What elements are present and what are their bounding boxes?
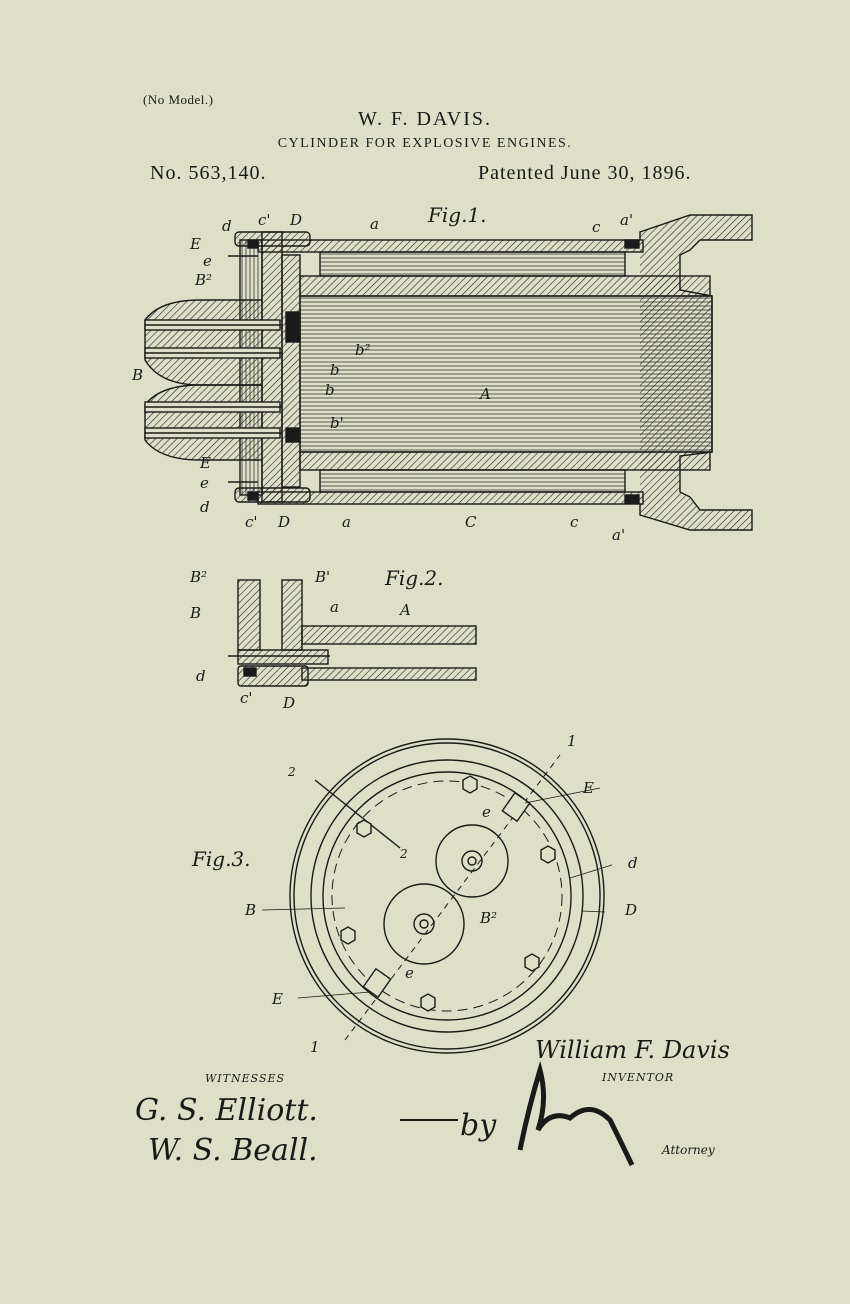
fig2-label-B: B xyxy=(189,604,201,622)
fig3-label-1-bot: 1 xyxy=(310,1038,320,1056)
fig3-drawing xyxy=(289,738,605,1054)
witness-signature-2: W. S. Beall. xyxy=(148,1133,318,1168)
fig1-caption: Fig.1. xyxy=(427,203,487,227)
label-C: C xyxy=(465,513,477,531)
patent-title: CYLINDER FOR EXPLOSIVE ENGINES. xyxy=(277,136,573,151)
fig3-label-2-inner: 2 xyxy=(399,847,408,861)
patented-date: Patented June 30, 1896. xyxy=(478,162,692,184)
fig2-drawing xyxy=(228,579,477,687)
label-E-bot: E xyxy=(199,454,211,472)
fig3-label-B2: B² xyxy=(479,909,497,927)
attorney-label: Attorney xyxy=(661,1143,715,1157)
fig2-label-d: d xyxy=(196,667,206,685)
no-model-label: (No Model.) xyxy=(143,92,214,107)
label-a: a xyxy=(370,215,379,233)
fig2-label-c1: c' xyxy=(240,689,253,707)
label-e: e xyxy=(203,252,212,270)
label-b1: b' xyxy=(330,414,344,432)
witness-signature-1: G. S. Elliott. xyxy=(135,1093,318,1128)
label-b: b xyxy=(330,361,340,379)
label-a1-bot: a' xyxy=(612,526,625,544)
fig2-label-a: a xyxy=(330,598,339,616)
fig3-label-D: D xyxy=(624,901,637,919)
fig1-drawing xyxy=(144,214,753,531)
label-c1-bot: c' xyxy=(245,513,258,531)
fig3-label-1-top: 1 xyxy=(567,732,577,750)
fig3-caption: Fig.3. xyxy=(191,847,251,871)
label-B2: B² xyxy=(194,271,212,289)
label-A: A xyxy=(478,385,491,403)
fig2-label-A: A xyxy=(398,601,411,619)
fig1-labels: Fig.1. d c' D a c a' E e B² B b² b b b' … xyxy=(131,203,633,544)
patent-number: No. 563,140. xyxy=(150,162,267,184)
inventor-label: INVENTOR xyxy=(601,1071,674,1084)
signatures: WITNESSES G. S. Elliott. W. S. Beall. Wi… xyxy=(135,1036,730,1168)
label-D: D xyxy=(289,211,302,229)
fig3-label-e-top: e xyxy=(482,803,491,821)
fig3-label-B: B xyxy=(244,901,256,919)
label-E: E xyxy=(189,235,201,253)
label-a-bot: a xyxy=(342,513,351,531)
fig3-labels: Fig.3. 2 2 1 1 E e d B B² D E e xyxy=(191,732,638,1056)
fig3-label-d: d xyxy=(628,854,638,872)
by-text: by xyxy=(460,1108,497,1143)
label-b-mid: b xyxy=(325,381,335,399)
witnesses-label: WITNESSES xyxy=(205,1072,285,1085)
label-e-bot: e xyxy=(200,474,209,492)
attorney-signature-flourish xyxy=(517,1060,635,1167)
fig2-caption: Fig.2. xyxy=(384,566,444,590)
fig2-label-B2: B² xyxy=(189,568,207,586)
fig3-leaders xyxy=(261,787,613,999)
label-c1: c' xyxy=(258,211,271,229)
fig2-label-B1: B' xyxy=(314,568,330,586)
label-d-bot: d xyxy=(200,498,210,516)
fig3-label-E-bot: E xyxy=(271,990,283,1008)
label-c-bot: c xyxy=(570,513,579,531)
label-B: B xyxy=(131,366,143,384)
label-d: d xyxy=(222,217,232,235)
inventor-signature: William F. Davis xyxy=(535,1036,730,1064)
label-D-bot: D xyxy=(277,513,290,531)
fig2-labels: Fig.2. B² B' B a A d c' D xyxy=(189,566,444,712)
fig3-label-2-outer: 2 xyxy=(287,765,296,779)
fig2-label-D: D xyxy=(282,694,295,712)
label-c: c xyxy=(592,218,601,236)
label-b2: b² xyxy=(355,341,371,359)
inventor-name: W. F. DAVIS. xyxy=(357,108,493,130)
label-a1: a' xyxy=(620,211,633,229)
fig3-label-E-top: E xyxy=(582,779,594,797)
fig3-label-e-bot: e xyxy=(405,964,414,982)
